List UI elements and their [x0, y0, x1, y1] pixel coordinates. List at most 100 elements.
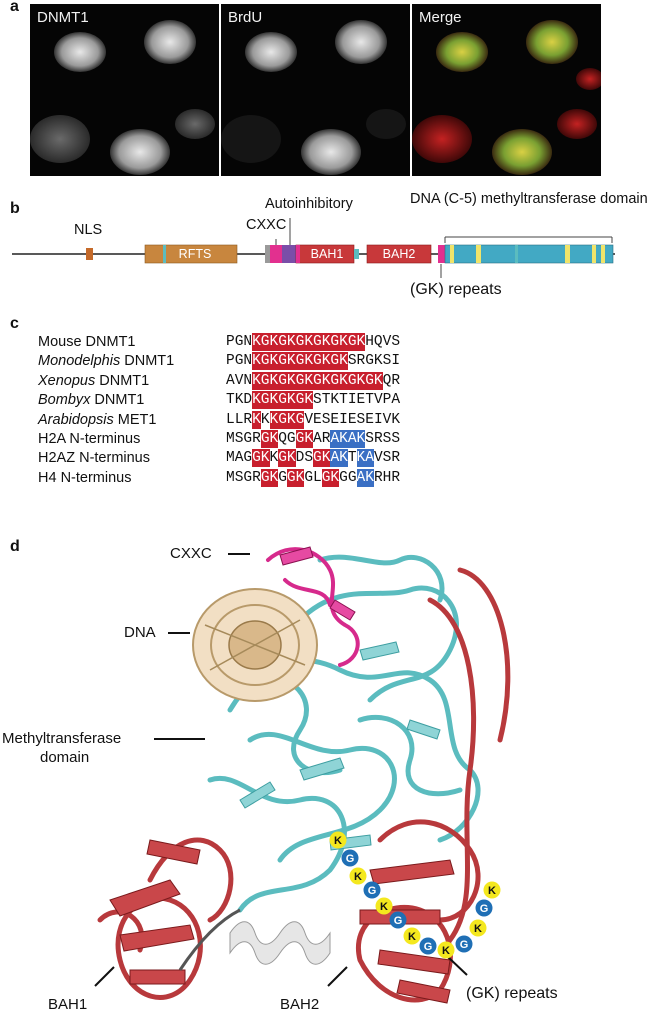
sequence-name: H2AZ N-terminus	[38, 449, 150, 467]
residue-run: MSGR	[226, 431, 261, 447]
gk-bead	[419, 937, 437, 955]
micrograph-dnmt1: DNMT1	[30, 4, 219, 176]
residue-run: VSR	[373, 450, 401, 467]
protein-name: H4 N-terminus	[38, 469, 132, 486]
sequence-row: PGNKGKGKGKGKGKGKHQVS	[226, 333, 400, 351]
bah2-ribbon	[355, 567, 511, 1003]
residue-run: PGN	[226, 353, 253, 370]
highlighted-residues: GK	[260, 430, 279, 448]
residue-run: LLR	[226, 411, 253, 428]
highlighted-residues: KGKGKGK	[252, 391, 314, 410]
sequence-name: Bombyx DNMT1	[38, 391, 144, 409]
panel-b-letter: b	[10, 200, 20, 217]
mtase-callout-line1: Methyltransferase	[2, 730, 122, 747]
mtase-domain-label: DNA (C-5) methyltransferase domain	[410, 191, 648, 207]
gk-bead	[349, 867, 367, 885]
cxxc-label: CXXC	[246, 217, 287, 233]
species-name: Monodelphis	[38, 353, 121, 370]
gk-repeats-label: (GK) repeats	[410, 281, 502, 298]
protein-name: DNMT1	[120, 353, 175, 370]
residue-run: AR	[313, 431, 331, 447]
panel-a-letter: a	[10, 0, 19, 15]
sequence-row: MAGGKKGKDSGKAKTKAVSR	[226, 449, 401, 468]
protein-name: MET1	[113, 411, 157, 428]
gk-bead-letter: K	[442, 945, 450, 957]
gk-bead	[341, 849, 359, 867]
highlighted-residues: GK	[295, 430, 314, 448]
rfts-domain	[144, 244, 238, 264]
gk-bead	[389, 911, 407, 929]
sequence-row: MSGRGKQGGKARAKAKSRSS	[226, 430, 400, 448]
nls-domain	[86, 248, 93, 260]
highlighted-residues: KGKGKGKGKGK	[252, 352, 348, 371]
mtase-ribbon	[207, 554, 481, 913]
species-name: Xenopus	[38, 372, 96, 389]
highlighted-residues: KGKGKGKGKGKGK	[252, 333, 366, 351]
dna-callout: DNA	[124, 624, 156, 641]
gk-bead-letter: G	[424, 941, 433, 953]
species-name: Bombyx	[38, 392, 91, 409]
gk-bead-letter: K	[354, 871, 362, 883]
species-name: Arabidopsis	[38, 411, 114, 428]
gk-bead-letter: K	[408, 931, 416, 943]
cxxc-domain	[270, 245, 282, 263]
autoinhibitory-domain	[282, 245, 296, 263]
gk-bead-letter: K	[488, 885, 496, 897]
gk-bead	[483, 881, 501, 899]
gk-bead-letter: G	[368, 885, 377, 897]
micrograph-merge: Merge	[412, 4, 601, 176]
mtase-domain	[444, 244, 614, 264]
highlighted-residues: GK	[260, 468, 279, 487]
highlighted-residues: K	[252, 410, 261, 429]
sequence-row: MSGRGKGGKGLGKGGAKRHR	[226, 468, 400, 487]
bah2-label: BAH2	[382, 247, 416, 261]
cxxc-callout: CXXC	[170, 545, 212, 562]
gk-bead	[329, 831, 347, 849]
highlighted-residues: KGKG	[269, 410, 305, 429]
residue-run: QR	[382, 372, 401, 389]
gk-bead-letter: K	[474, 923, 482, 935]
residue-run: K	[269, 450, 279, 467]
highlighted-residues: GK	[286, 468, 305, 487]
gk-bead	[437, 941, 455, 959]
gk-bead-letter: G	[460, 939, 469, 951]
protein-name: Mouse DNMT1	[38, 334, 136, 350]
sequence-name: H4 N-terminus	[38, 469, 131, 487]
sequence-name: H2A N-terminus	[38, 430, 140, 448]
highlighted-residues: AK	[356, 468, 374, 487]
image-label: DNMT1	[37, 9, 89, 26]
residue-run: K	[260, 411, 270, 428]
residue-run: PGN	[226, 334, 253, 350]
residue-run: SRSS	[365, 431, 401, 447]
highlighted-residues: AKAK	[330, 430, 366, 448]
residue-run: G	[278, 469, 287, 486]
highlighted-residues: GK	[252, 449, 270, 468]
panel-c-letter: c	[10, 315, 19, 332]
image-label: Merge	[419, 9, 462, 26]
bah1-callout: BAH1	[48, 996, 88, 1013]
protein-name: DNMT1	[90, 392, 145, 409]
sequence-row: AVNKGKGKGKGKGKGKGKQR	[226, 371, 401, 390]
sequence-row: TKDKGKGKGKSTKTIETVPA	[226, 391, 400, 410]
residue-run: TKD	[226, 392, 253, 409]
gk-bead-letter: G	[394, 915, 403, 927]
nls-label: NLS	[74, 222, 103, 238]
bah2-callout: BAH2	[280, 996, 320, 1013]
protein-name: DNMT1	[95, 372, 150, 389]
nuclei-image	[221, 20, 406, 175]
gk-bead	[403, 927, 421, 945]
gk-bead-letter: G	[480, 903, 489, 915]
residue-run: MAG	[226, 450, 253, 467]
residue-run: AVN	[226, 372, 253, 389]
residue-run: GL	[304, 469, 322, 486]
panel-d-letter: d	[10, 538, 20, 555]
sequence-name: Mouse DNMT1	[38, 333, 136, 351]
nuclei-image	[30, 20, 215, 175]
micrograph-brdu: BrdU	[221, 4, 410, 176]
highlighted-residues: KA	[356, 449, 374, 468]
residue-run: VESEIESEIVK	[304, 411, 401, 428]
gk-bead	[375, 897, 393, 915]
bah1-label: BAH1	[310, 247, 344, 261]
rfts-label: RFTS	[178, 247, 212, 261]
